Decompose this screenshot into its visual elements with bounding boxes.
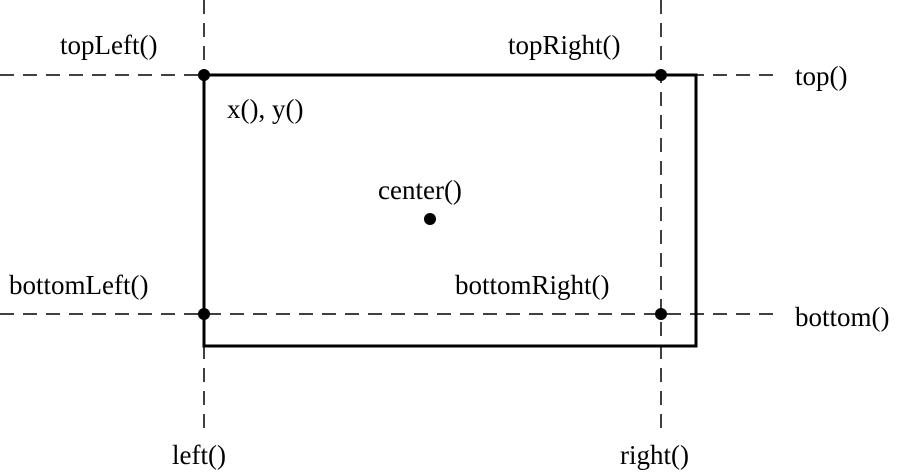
right-label: right() xyxy=(620,440,689,470)
top-right-label: topRight() xyxy=(508,30,621,60)
bottom-left-dot xyxy=(198,308,210,320)
rectangle-outline xyxy=(202,73,698,348)
x-y-label: x(), y() xyxy=(227,94,304,124)
top-left-dot xyxy=(198,69,210,81)
top-right-dot xyxy=(655,69,667,81)
center-dot xyxy=(424,213,436,225)
bottom-right-label: bottomRight() xyxy=(455,270,610,300)
bottom-left-label: bottomLeft() xyxy=(9,270,149,300)
left-label: left() xyxy=(172,440,226,470)
bottom-label: bottom() xyxy=(795,302,890,332)
top-left-label: topLeft() xyxy=(60,30,158,60)
center-label: center() xyxy=(378,175,462,205)
bottom-right-dot xyxy=(655,308,667,320)
top-label: top() xyxy=(795,61,848,91)
